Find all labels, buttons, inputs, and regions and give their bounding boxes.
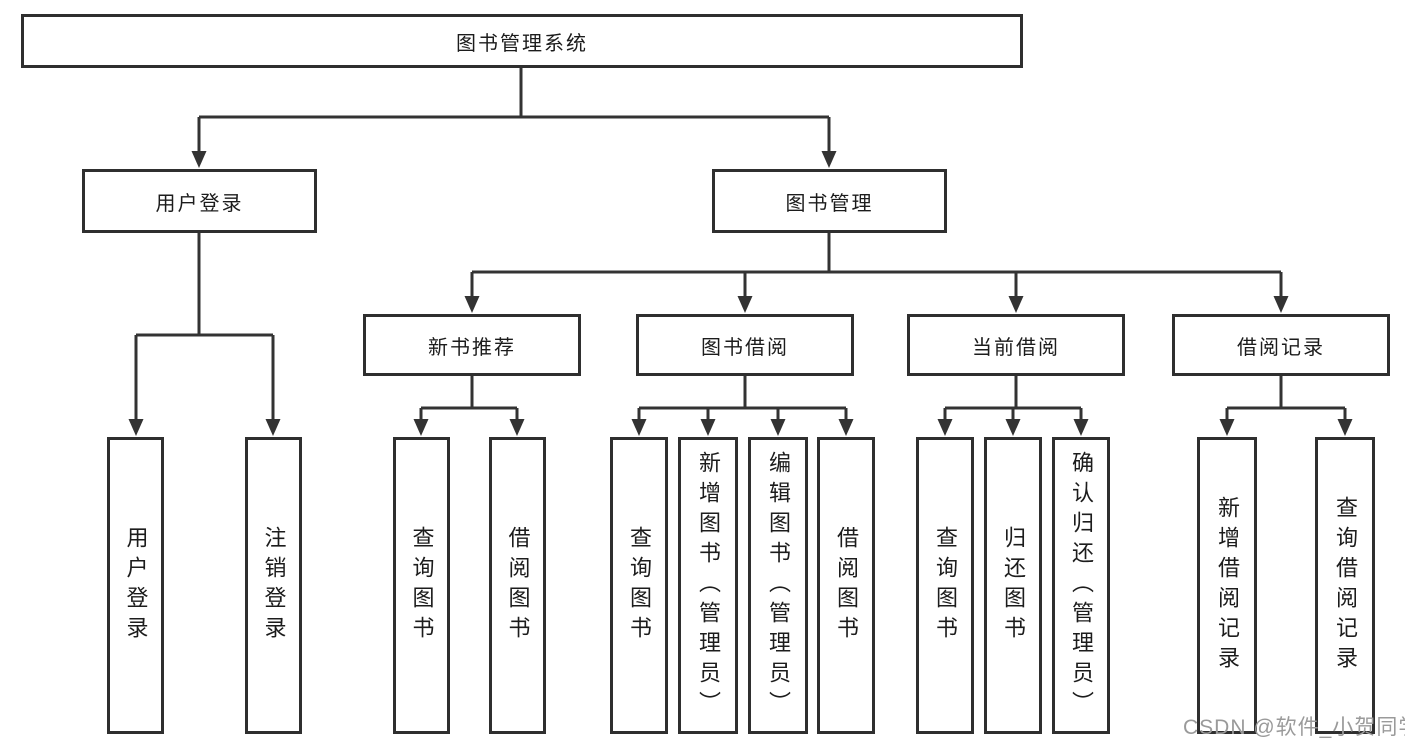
node-leaf-return-books: 归还图书: [984, 437, 1042, 734]
node-label: 借阅记录: [1237, 336, 1325, 359]
node-leaf-logout: 注销登录: [245, 437, 302, 734]
node-book-management: 图书管理: [712, 169, 947, 233]
node-user-login: 用户登录: [82, 169, 317, 233]
node-label: 编辑图书（管理员）: [766, 450, 791, 721]
node-label: 注销登录: [261, 525, 287, 646]
node-label: 新增借阅记录: [1215, 495, 1240, 676]
connector-book-borrowing-to-leaves: [631, 376, 854, 436]
node-leaf-newbook-borrow-books: 借阅图书: [489, 437, 546, 734]
connector-root-to-level2: [191, 68, 837, 168]
node-label: 用户登录: [123, 525, 149, 646]
node-leaf-borrowing-borrow-books: 借阅图书: [817, 437, 875, 734]
node-label: 当前借阅: [972, 336, 1060, 359]
node-leaf-borrowing-query-books: 查询图书: [610, 437, 668, 734]
connector-new-book-recommend-to-leaves: [413, 376, 525, 436]
csdn-watermark: CSDN @软件_小贺同学: [1183, 716, 1405, 739]
node-label: 查询图书: [409, 525, 435, 646]
node-leaf-edit-books-admin: 编辑图书（管理员）: [748, 437, 808, 734]
node-new-book-recommend: 新书推荐: [363, 314, 581, 376]
node-leaf-confirm-return-admin: 确认归还（管理员）: [1052, 437, 1110, 734]
node-library-management-system: 图书管理系统: [21, 14, 1023, 68]
connector-current-borrowing-to-leaves: [937, 376, 1089, 436]
node-leaf-current-query-books: 查询图书: [916, 437, 974, 734]
node-current-borrowing: 当前借阅: [907, 314, 1125, 376]
node-borrowing-records: 借阅记录: [1172, 314, 1390, 376]
node-label: 新增图书（管理员）: [696, 450, 721, 721]
connector-user-login-to-leaves: [128, 233, 281, 436]
node-label: 借阅图书: [834, 525, 859, 646]
node-label: 新书推荐: [428, 336, 516, 359]
node-label: 图书管理: [785, 192, 874, 215]
node-leaf-add-books-admin: 新增图书（管理员）: [678, 437, 738, 734]
node-leaf-newbook-query-books: 查询图书: [393, 437, 450, 734]
node-label: 查询图书: [933, 525, 958, 646]
node-leaf-add-borrow-record: 新增借阅记录: [1197, 437, 1257, 734]
node-label: 查询借阅记录: [1333, 495, 1358, 676]
node-label: 查询图书: [627, 525, 652, 646]
node-label: 图书管理系统: [456, 32, 588, 55]
node-label: 借阅图书: [505, 525, 531, 646]
node-label: 用户登录: [155, 192, 244, 215]
node-label: 确认归还（管理员）: [1069, 450, 1094, 721]
node-label: 图书借阅: [701, 336, 789, 359]
node-leaf-user-login: 用户登录: [107, 437, 164, 734]
node-leaf-query-borrow-record: 查询借阅记录: [1315, 437, 1375, 734]
connector-book-management-to-level3: [464, 233, 1289, 313]
connector-borrowing-records-to-leaves: [1219, 376, 1353, 436]
node-label: 归还图书: [1001, 525, 1026, 646]
node-book-borrowing: 图书借阅: [636, 314, 854, 376]
